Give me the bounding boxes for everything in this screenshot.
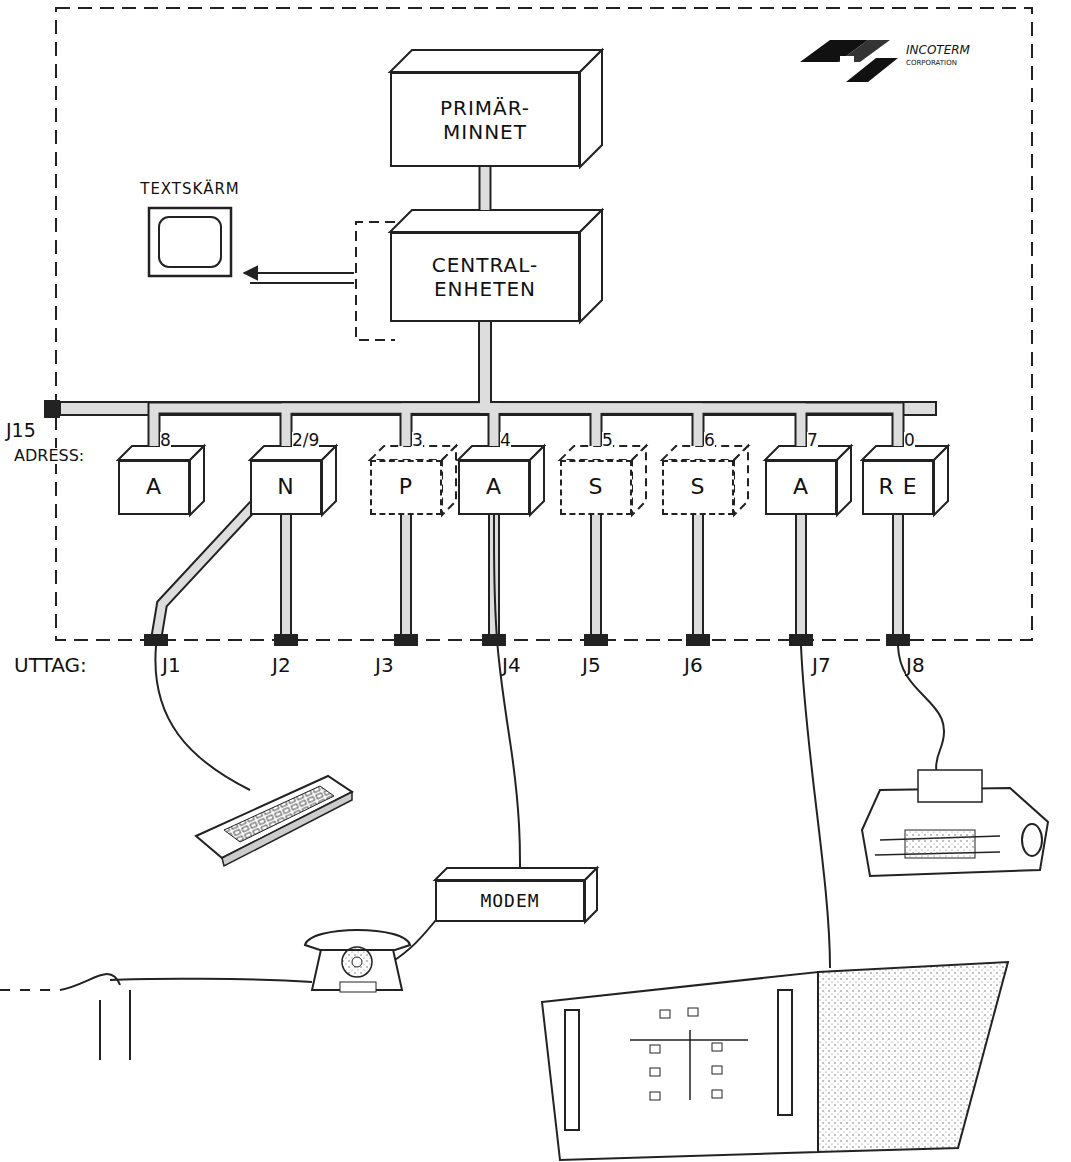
- module-box: S: [662, 460, 734, 515]
- edges: [154, 167, 898, 868]
- cable: [494, 515, 520, 868]
- bus-pipe: [286, 322, 485, 446]
- heading: ADRESS:: [14, 448, 84, 464]
- memory-box: PRIMÄR- MINNET: [390, 72, 580, 167]
- module-box: S: [560, 460, 632, 515]
- box-side: [580, 210, 602, 322]
- module-box: P: [370, 460, 442, 515]
- box-side: [585, 868, 597, 922]
- outlets: [144, 634, 910, 646]
- outlet-name: J8: [906, 655, 925, 675]
- module-box: A: [118, 460, 190, 515]
- outlet-name: J1: [162, 655, 181, 675]
- bus-pipe: [154, 322, 485, 446]
- module-box: R E: [862, 460, 934, 515]
- pipe-outline: [485, 322, 801, 446]
- box-label: S: [589, 474, 604, 500]
- box-label: A: [793, 474, 809, 500]
- enclosure: [56, 8, 1032, 640]
- screen: TEXTSKÄRM: [136, 180, 244, 288]
- video-line: [250, 282, 354, 284]
- monitor-icon: [145, 204, 235, 282]
- pipe-outline: [286, 322, 485, 446]
- module-box: A: [765, 460, 837, 515]
- outlet-name: J2: [272, 655, 291, 675]
- pipe-outline: [154, 167, 898, 446]
- outlet-name: J6: [684, 655, 703, 675]
- outlet-name: J7: [812, 655, 831, 675]
- outlet-name: J3: [375, 655, 394, 675]
- keyboard: [196, 776, 352, 866]
- box-side: [837, 446, 851, 515]
- box-side: [530, 446, 544, 515]
- box-side: [632, 446, 646, 515]
- box-label: A: [146, 474, 162, 500]
- pipe-outline: [154, 322, 485, 446]
- pipe-outline: [406, 322, 485, 446]
- tape-unit: [542, 962, 1008, 1160]
- box-label: MODEM: [480, 890, 539, 912]
- module-box: N: [250, 460, 322, 515]
- modem-box: MODEM: [435, 880, 585, 922]
- bus-pipe: [481, 167, 490, 210]
- box-label: PRIMÄR- MINNET: [415, 96, 555, 144]
- screen-heading: TEXTSKÄRM: [140, 180, 240, 198]
- bus-pipe: [485, 322, 801, 446]
- box-side: [580, 50, 602, 167]
- address-number: 5: [602, 432, 613, 449]
- pipe-outline: [485, 322, 698, 446]
- box-label: CENTRAL- ENHETEN: [415, 253, 555, 301]
- address-number: 2/9: [292, 432, 319, 449]
- telephone: [305, 930, 410, 992]
- address-number: 7: [807, 432, 818, 449]
- box-label: N: [277, 474, 294, 500]
- pipe-outline: [485, 322, 898, 446]
- address-number: 4: [500, 432, 511, 449]
- bus-pipe: [485, 322, 596, 446]
- box-top: [390, 210, 602, 232]
- box-side: [322, 446, 336, 515]
- address-number: 6: [704, 432, 715, 449]
- logo-text: INCOTERM: [906, 44, 970, 56]
- pipe-outline: [479, 167, 492, 210]
- address-number: 3: [412, 432, 423, 449]
- box-label: R E: [878, 474, 917, 500]
- logo-text: CORPORATION: [906, 60, 957, 67]
- heading: UTTAG:: [14, 655, 87, 675]
- bus-pipe: [485, 322, 898, 446]
- box-side: [442, 446, 456, 515]
- box-label: S: [691, 474, 706, 500]
- bus-pipe: [485, 322, 698, 446]
- box-label: P: [399, 474, 413, 500]
- address-number: 0: [904, 432, 915, 449]
- printer: [862, 770, 1048, 876]
- pipe-outline: [485, 322, 596, 446]
- box-top: [435, 868, 597, 880]
- box-faces: [118, 50, 948, 922]
- module-box: A: [458, 460, 530, 515]
- outlet-pipes: [156, 505, 898, 640]
- outlet-name: J5: [582, 655, 601, 675]
- address-number: 8: [160, 432, 171, 449]
- outlet-name: J4: [502, 655, 521, 675]
- box-side: [734, 446, 748, 515]
- box-side: [190, 446, 204, 515]
- box-label: A: [486, 474, 502, 500]
- bus-pipe: [406, 322, 485, 446]
- box-top: [390, 50, 602, 72]
- logo: [800, 40, 898, 82]
- connector-name: J15: [6, 421, 36, 440]
- video-link: [244, 272, 354, 274]
- cpu-box: CENTRAL- ENHETEN: [390, 232, 580, 322]
- box-side: [934, 446, 948, 515]
